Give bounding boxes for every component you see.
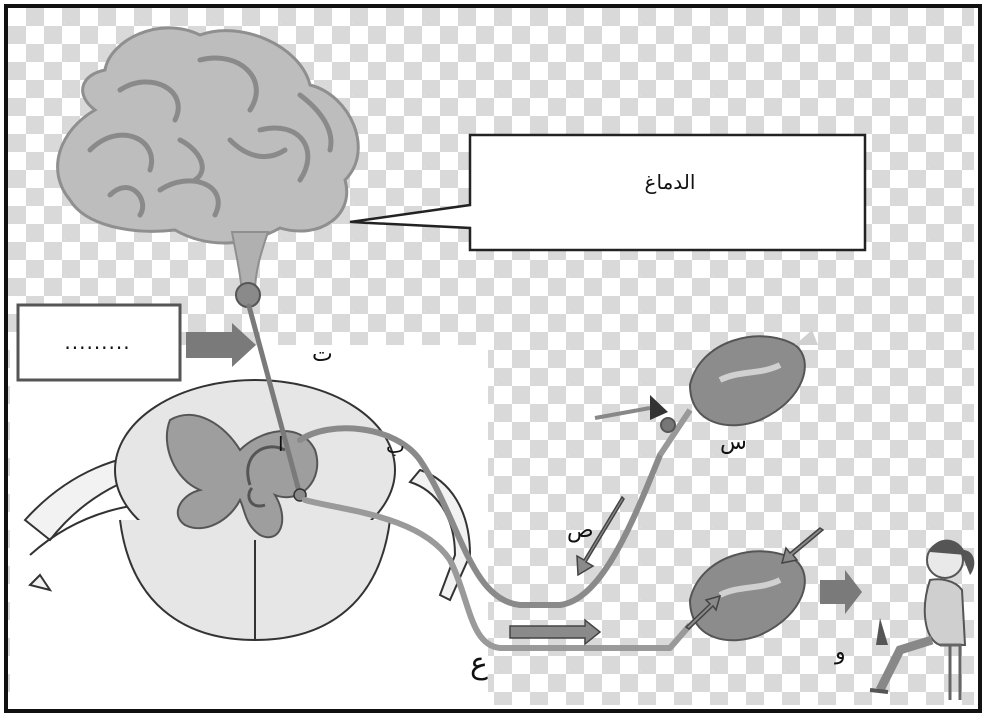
answer-blank: ......... [20, 330, 175, 354]
brain-illustration [58, 28, 359, 307]
lower-muscle [670, 551, 805, 648]
direction-arrows [510, 497, 862, 644]
letter-t: ت [312, 342, 333, 367]
letter-s: س [720, 430, 747, 455]
upper-muscle [595, 330, 818, 455]
letter-b: ب [386, 434, 405, 458]
brain-label: الدماغ [490, 170, 850, 194]
letter-sad: ص [567, 518, 594, 543]
girl-illustration [870, 540, 974, 700]
letter-a: ا [278, 432, 284, 456]
letter-ain: ع [470, 646, 488, 681]
letter-waw: و [835, 640, 846, 665]
